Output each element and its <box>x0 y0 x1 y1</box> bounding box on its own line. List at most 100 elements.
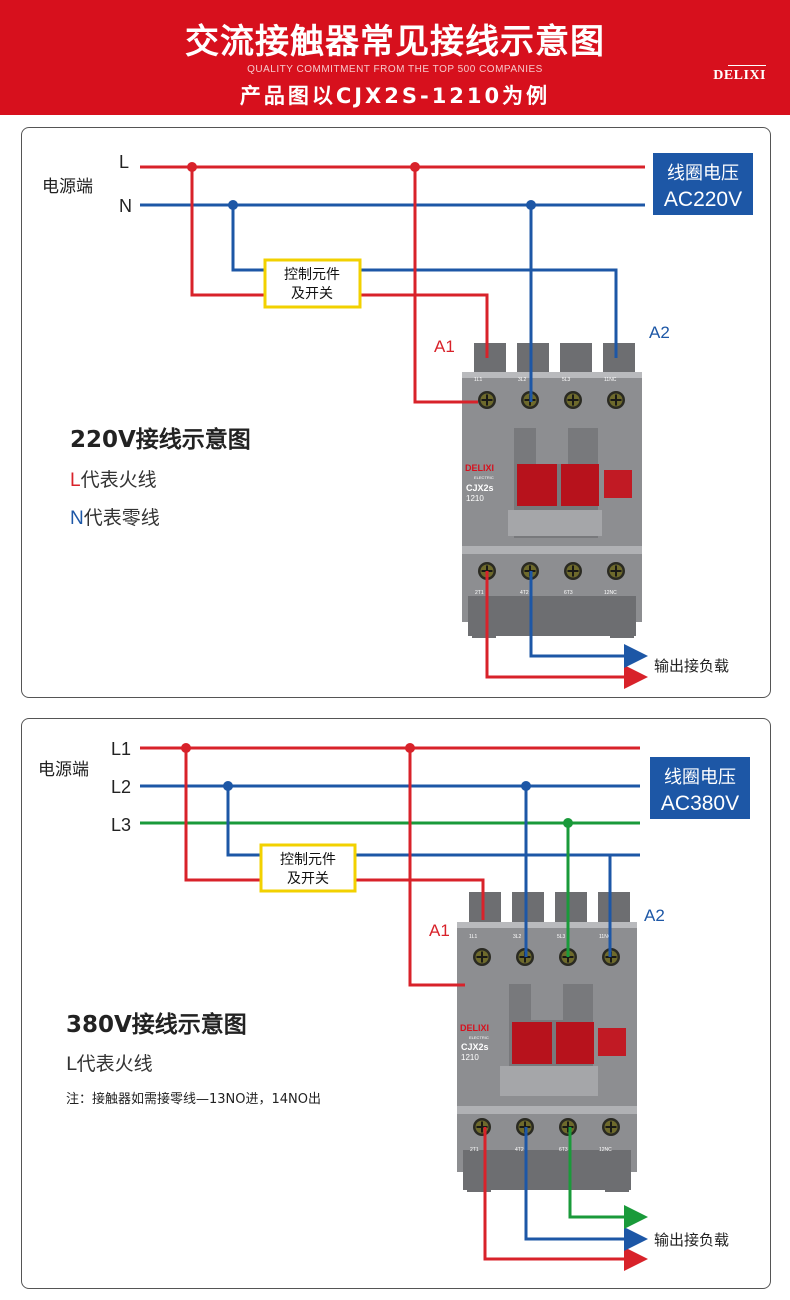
wire-2t1-output <box>485 571 648 689</box>
neutral-wiring-note: 注：接触器如需接零线—13NO进，14NO出 <box>66 1091 321 1107</box>
terminal-label-12NC: 12NC <box>604 590 617 596</box>
page-subtitle: QUALITY COMMITMENT FROM THE TOP 500 COMP… <box>247 64 543 75</box>
screw-icon <box>602 1118 620 1136</box>
diagram-380v: 1L1 3L2 5L3 11NC 2T1 4T2 6T3 12NC DELIXI… <box>38 739 750 1271</box>
terminal-label-11NC: 11NC <box>599 934 612 940</box>
line-label-l2: L2 <box>111 777 131 797</box>
line-label-l: L <box>119 152 129 172</box>
coil-voltage-title: 线圈电压 <box>664 767 736 788</box>
control-switch-box <box>259 843 357 893</box>
wire-n-to-a2 <box>231 205 618 358</box>
contactor-rating: 1210 <box>466 494 484 503</box>
brand-logo: DELIXI <box>713 68 766 83</box>
terminal-label-6T3: 6T3 <box>564 590 573 596</box>
brand-rule <box>728 65 766 66</box>
contactor-model: CJX2s <box>461 1042 489 1052</box>
line-label-l3: L3 <box>111 815 131 835</box>
terminal-label-6T3: 6T3 <box>559 1147 568 1153</box>
junction-dot <box>181 743 191 753</box>
legend-l-key: L <box>70 470 81 491</box>
terminal-a1-label: A1 <box>434 337 455 356</box>
legend-n-text: 代表零线 <box>84 507 160 529</box>
screw-icon <box>559 1118 577 1136</box>
terminal-label-2T1: 2T1 <box>475 590 484 596</box>
terminal-label-1L1: 1L1 <box>469 934 478 940</box>
panel-220v <box>21 127 771 698</box>
wire-6t3-output <box>568 1127 648 1229</box>
legend-l: L代表火线 <box>66 1053 153 1075</box>
wire-4t2-output <box>529 571 648 668</box>
product-note: 产品图以CJX2S-1210为例 <box>239 84 551 108</box>
terminal-a1-label: A1 <box>429 921 450 940</box>
wire-4t2-output <box>524 1127 648 1251</box>
terminal-label-4T2: 4T2 <box>520 590 529 596</box>
screw-icon <box>607 391 625 409</box>
terminal-label-11NC: 11NC <box>604 377 617 383</box>
panel-380v <box>21 718 771 1289</box>
wire-l1-to-1l1 <box>408 748 465 987</box>
junction-dot <box>563 818 573 828</box>
terminal-label-4T2: 4T2 <box>515 1147 524 1153</box>
junction-dot <box>228 200 238 210</box>
header-banner: 交流接触器常见接线示意图 QUALITY COMMITMENT FROM THE… <box>0 0 790 115</box>
diagram-heading: 380V接线示意图 <box>66 1011 247 1038</box>
screw-icon <box>564 562 582 580</box>
contactor-brand-sub: ELECTRIC <box>469 1035 489 1040</box>
screw-icon <box>607 562 625 580</box>
control-box-line2: 及开关 <box>287 871 329 887</box>
legend-l-text: 代表火线 <box>81 469 157 491</box>
terminal-label-12NC: 12NC <box>599 1147 612 1153</box>
contactor-220: 1L1 3L2 5L3 11NC 2T1 4T2 6T3 12NC DELIXI… <box>462 343 642 638</box>
terminal-label-5L3: 5L3 <box>557 934 566 940</box>
junction-dot <box>526 200 536 210</box>
diagram-220v: 1L1 3L2 5L3 11NC 2T1 4T2 6T3 12NC DELIXI… <box>42 152 753 689</box>
junction-dot <box>223 781 233 791</box>
coil-voltage-title: 线圈电压 <box>667 163 739 184</box>
junction-dot <box>187 162 197 172</box>
junction-dot <box>405 743 415 753</box>
contactor-brand-sub: ELECTRIC <box>474 475 494 480</box>
coil-voltage-box <box>653 153 753 215</box>
legend-n: N代表零线 <box>70 507 160 529</box>
output-load-label: 输出接负载 <box>654 657 729 675</box>
coil-voltage-value: AC220V <box>664 188 742 211</box>
control-box-line2: 及开关 <box>291 286 333 302</box>
power-source-label: 电源端 <box>42 177 93 197</box>
legend-l: L代表火线 <box>70 469 157 491</box>
wire-l-to-1l1 <box>413 167 478 404</box>
page-title: 交流接触器常见接线示意图 <box>185 22 605 62</box>
wire-2t1-output <box>483 1127 648 1271</box>
terminal-a2-label: A2 <box>644 906 665 925</box>
screw-icon <box>473 1118 491 1136</box>
junction-dot <box>521 781 531 791</box>
screw-icon <box>478 391 496 409</box>
terminal-label-2T1: 2T1 <box>470 1147 479 1153</box>
terminal-label-3L2: 3L2 <box>518 377 527 383</box>
diagram-heading: 220V接线示意图 <box>70 426 251 453</box>
legend-n-key: N <box>70 508 84 529</box>
contactor-380: 1L1 3L2 5L3 11NC 2T1 4T2 6T3 12NC DELIXI… <box>457 892 637 1192</box>
screw-icon <box>564 391 582 409</box>
terminal-label-3L2: 3L2 <box>513 934 522 940</box>
coil-voltage-value: AC380V <box>661 792 739 815</box>
coil-voltage-box <box>650 757 750 819</box>
contactor-brand: DELIXI <box>465 463 494 473</box>
terminal-label-5L3: 5L3 <box>562 377 571 383</box>
junction-dot <box>410 162 420 172</box>
control-box-line1: 控制元件 <box>280 852 336 868</box>
line-label-l1: L1 <box>111 739 131 759</box>
contactor-model: CJX2s <box>466 483 494 493</box>
power-source-label: 电源端 <box>38 760 89 780</box>
screw-icon <box>473 948 491 966</box>
terminal-a2-label: A2 <box>649 323 670 342</box>
terminal-label-1L1: 1L1 <box>474 377 483 383</box>
wire-l1-to-a1 <box>184 748 485 920</box>
control-switch-box <box>263 258 362 309</box>
contactor-brand: DELIXI <box>460 1023 489 1033</box>
line-label-n: N <box>119 196 132 216</box>
output-load-label: 输出接负载 <box>654 1231 729 1249</box>
contactor-rating: 1210 <box>461 1053 479 1062</box>
control-box-line1: 控制元件 <box>284 267 340 283</box>
wire-l2-to-a2 <box>226 786 640 857</box>
